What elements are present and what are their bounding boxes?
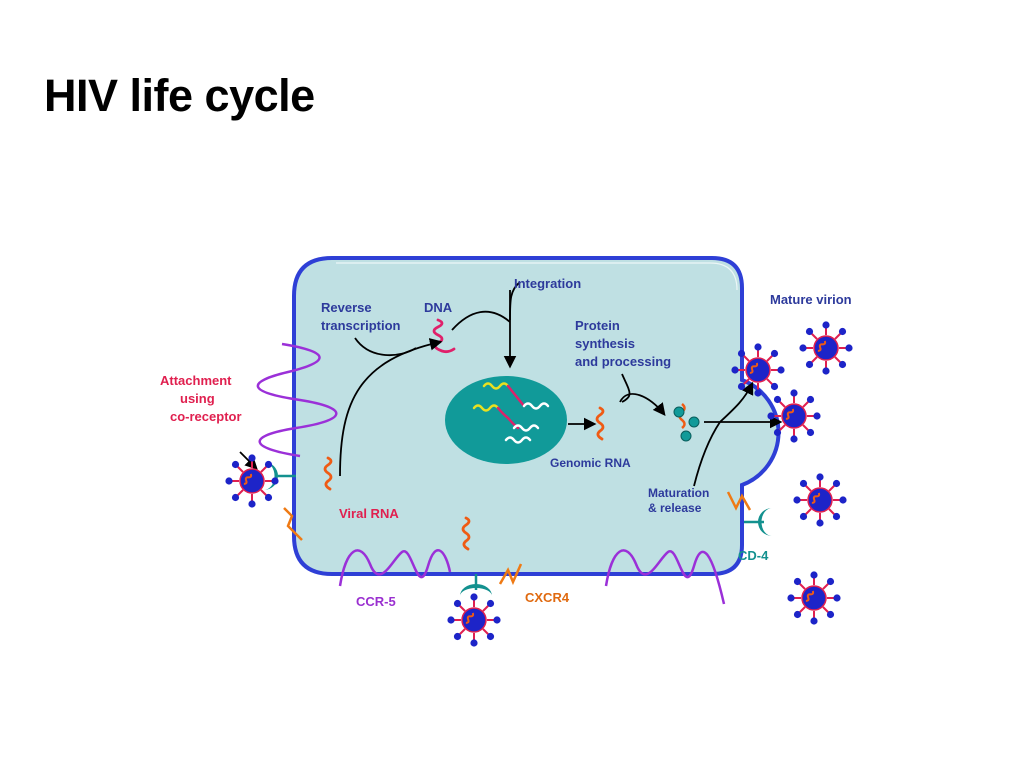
- label-integration: Integration: [514, 276, 581, 291]
- label-cxcr4: CXCR4: [525, 590, 570, 605]
- virion-budding-top: [730, 342, 786, 398]
- virion-budding: [766, 388, 822, 444]
- cxcr4-receptor-left: [283, 507, 303, 541]
- label-maturation-release: Maturation & release: [648, 486, 713, 515]
- nucleus: [445, 376, 567, 464]
- label-dna: DNA: [424, 300, 453, 315]
- co-receptor-right: [604, 549, 726, 605]
- label-viral-rna: Viral RNA: [339, 506, 399, 521]
- mature-virion-3: [786, 570, 842, 626]
- label-reverse-transcription: Reverse transcription: [321, 300, 401, 333]
- label-ccr5: CCR-5: [356, 594, 396, 609]
- integrated-dna: [472, 382, 550, 444]
- mature-virion-2: [792, 472, 848, 528]
- label-protein-synthesis: Protein synthesis and processing: [575, 318, 671, 369]
- cxcr4-receptor-right: [726, 491, 752, 511]
- protein-particles: [673, 403, 700, 442]
- label-genomic-rna: Genomic RNA: [550, 456, 631, 470]
- ccr5-receptor: [338, 549, 452, 587]
- virion-bottom: [446, 592, 502, 648]
- mature-virion-1: [798, 320, 854, 376]
- co-receptor-left: [256, 342, 338, 458]
- cd4-receptor-bottom: [460, 584, 492, 596]
- label-attachment: Attachment using co-receptor: [160, 373, 242, 424]
- slide-title: HIV life cycle: [44, 70, 315, 121]
- label-mature-virion: Mature virion: [770, 292, 852, 307]
- cd4-receptor: [758, 508, 772, 536]
- virion-attaching: [224, 453, 280, 509]
- pathway-arrows: [239, 281, 783, 487]
- cxcr4-receptor: [498, 563, 523, 586]
- label-cd4: CD-4: [738, 548, 769, 563]
